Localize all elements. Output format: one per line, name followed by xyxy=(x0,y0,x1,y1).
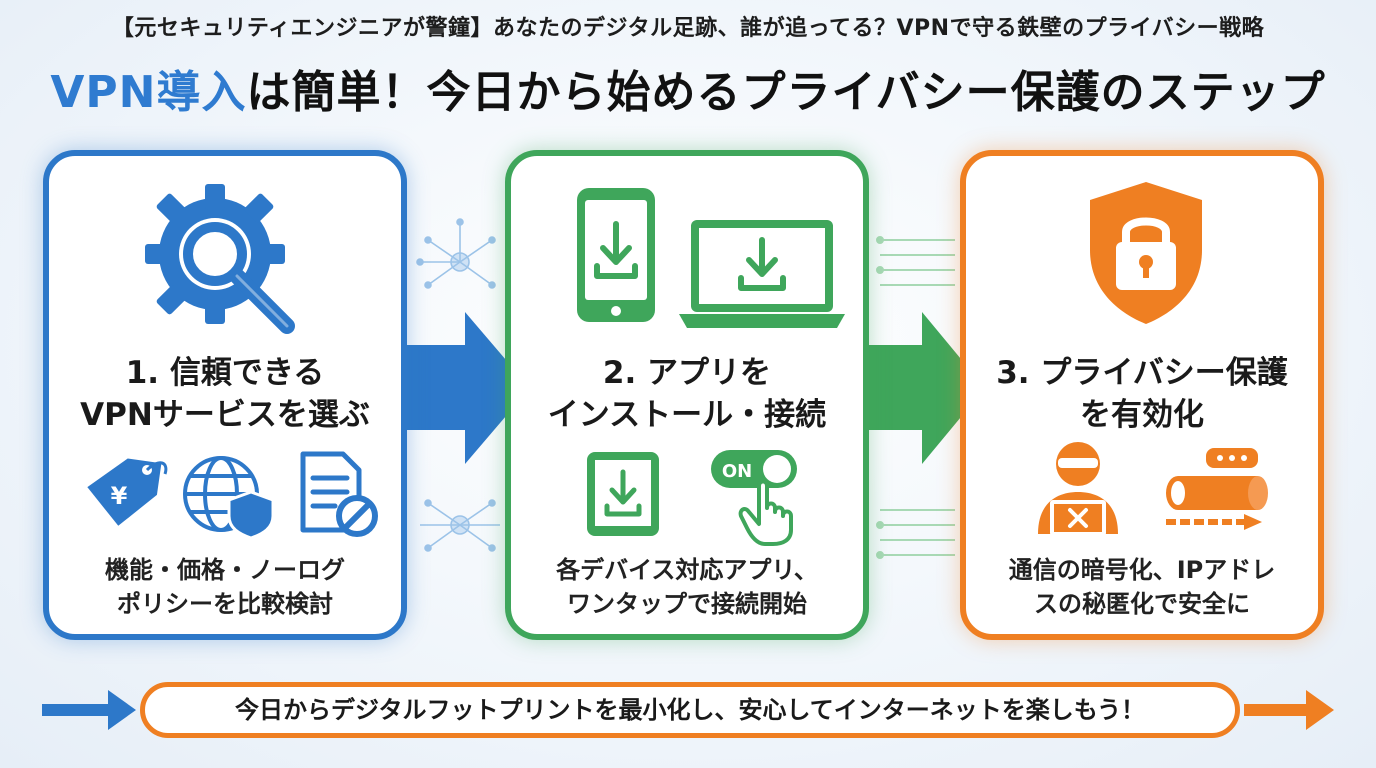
step-1-desc-line2: ポリシーを比較検討 xyxy=(117,590,333,618)
step-2-desc-line2: ワンタップで接続開始 xyxy=(567,590,807,618)
shield-lock-icon xyxy=(1090,182,1202,324)
bottom-right-arrow-icon xyxy=(1244,690,1334,730)
step-card-3: 3. プライバシー保護 を有効化 通信の暗号化、IPアドレ スの秘匿化で安全に xyxy=(960,150,1324,640)
step-2-title-line1: 2. アプリを xyxy=(602,355,772,391)
step-3-title-line2: を有効化 xyxy=(1080,397,1204,433)
globe-shield-icon xyxy=(183,456,275,538)
smartphone-download-icon xyxy=(577,188,655,322)
title-rest: は簡単！今日から始めるプライバシー保護のステップ xyxy=(246,67,1326,118)
encrypted-tunnel-icon xyxy=(1166,448,1268,530)
laptop-download-icon xyxy=(679,220,845,328)
footer-message: 今日からデジタルフットプリントを最小化し、安心してインターネットを楽しもう！ xyxy=(140,682,1240,738)
circuit-lines-icon xyxy=(876,509,955,559)
step-2-title-line2: インストール・接続 xyxy=(547,397,827,433)
subtitle: 【元セキュリティエンジニアが警鐘】あなたのデジタル足跡、誰が追ってる？VPNで守… xyxy=(111,16,1265,41)
network-node-icon xyxy=(420,499,500,552)
title-highlight: VPN導入 xyxy=(50,67,247,118)
no-log-document-icon xyxy=(300,451,378,537)
gear-search-icon xyxy=(145,184,295,334)
circuit-lines-icon xyxy=(876,236,955,286)
step-1-title-line1: 1. 信頼できる xyxy=(125,355,325,391)
price-tag-icon: ¥ xyxy=(87,458,168,526)
page-title: VPN導入は簡単！今日から始めるプライバシー保護のステップ xyxy=(0,56,1376,120)
blocked-hacker-icon xyxy=(1038,442,1118,536)
step-1-desc-line1: 機能・価格・ノーログ xyxy=(105,556,345,584)
step-arrow-2-icon xyxy=(868,312,985,464)
step-card-2: 2. アプリを インストール・接続 ON 各デバイス対応アプリ、 ワンタップで接… xyxy=(505,150,869,640)
bottom-left-arrow-icon xyxy=(42,690,136,730)
price-tag-symbol: ¥ xyxy=(111,482,128,510)
step-arrow-1-icon xyxy=(405,312,530,464)
network-node-icon xyxy=(416,218,496,289)
step-2-desc-line1: 各デバイス対応アプリ、 xyxy=(556,556,818,584)
toggle-on-tap-icon: ON xyxy=(711,450,797,546)
step-3-desc-line1: 通信の暗号化、IPアドレ xyxy=(1008,556,1276,584)
step-card-1: 1. 信頼できる VPNサービスを選ぶ ¥ 機能・価格・ノーログ ポリシーを比較… xyxy=(43,150,407,640)
tablet-download-icon xyxy=(587,452,659,536)
step-3-desc-line2: スの秘匿化で安全に xyxy=(1034,590,1250,618)
step-3-title-line1: 3. プライバシー保護 xyxy=(996,355,1288,391)
toggle-label: ON xyxy=(722,461,752,482)
step-1-title-line2: VPNサービスを選ぶ xyxy=(80,397,370,433)
